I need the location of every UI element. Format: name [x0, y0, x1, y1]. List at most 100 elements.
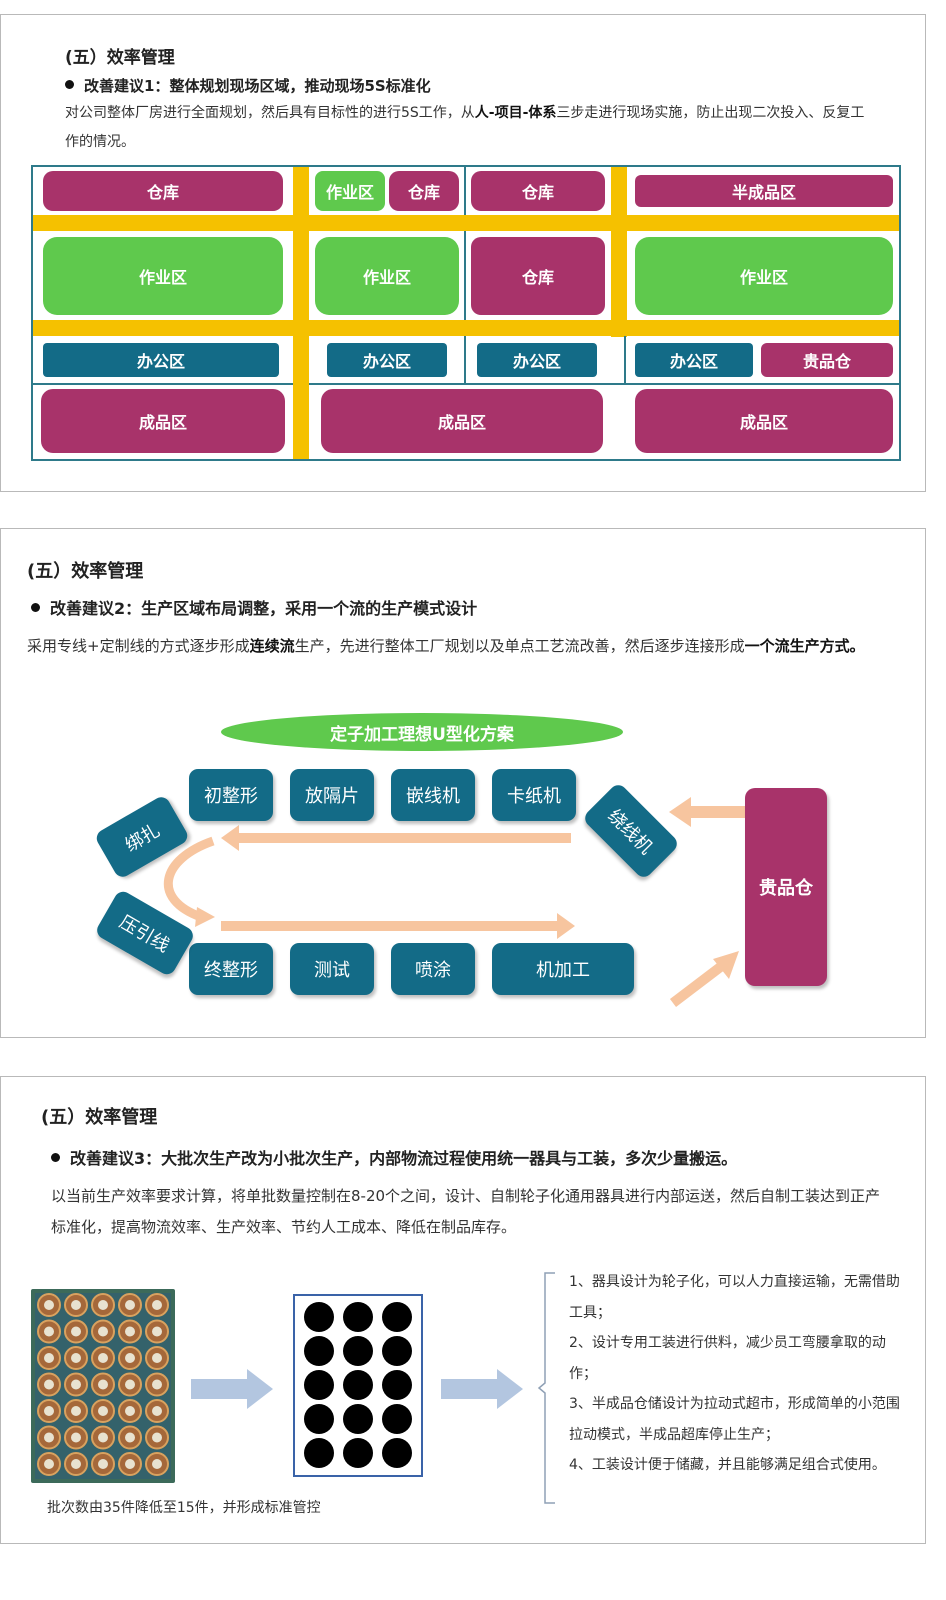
bullet-icon: [51, 1153, 60, 1162]
bracket-icon: [537, 1272, 555, 1504]
coil-center: [44, 1459, 54, 1469]
arrow-diagonal: [669, 961, 727, 1007]
zone-work-area: 作业区: [315, 171, 385, 211]
coil-center: [152, 1326, 162, 1337]
divider: [464, 167, 466, 215]
suggestion-text: 改善建议3：大批次生产改为小批次生产，内部物流过程使用统一器具与工装，多次少量搬…: [70, 1149, 738, 1168]
coil-center: [98, 1406, 108, 1416]
container-slot: [343, 1302, 373, 1332]
container-slot: [382, 1302, 412, 1332]
zone-semi-finished: 半成品区: [635, 175, 893, 207]
container-dots: [304, 1302, 412, 1468]
zone-warehouse: 仓库: [43, 171, 283, 211]
arrow-left: [221, 825, 571, 851]
zone-work-area: 作业区: [43, 237, 283, 315]
coil-center: [125, 1300, 135, 1310]
arrow-shape: [191, 1369, 273, 1409]
suggestion-heading: 改善建议1：整体规划现场区域，推动现场5S标准化: [65, 75, 431, 96]
list-item: 3、半成品仓储设计为拉动式超市，形成简单的小范围拉动模式，半成品超库停止生产；: [569, 1396, 900, 1443]
para-text: 对公司整体厂房进行全面规划，然后具有目标性的进行5S工作，从: [65, 105, 475, 121]
zone-warehouse: 仓库: [471, 237, 605, 315]
road-horizontal: [33, 215, 899, 231]
container-slot: [382, 1336, 412, 1366]
coil-center: [71, 1406, 81, 1416]
road-horizontal: [33, 320, 899, 336]
zone-warehouse: 仓库: [389, 171, 459, 211]
coil-center: [44, 1379, 54, 1390]
coil-center: [98, 1379, 108, 1390]
list-item: 2、设计专用工装进行供料，减少员工弯腰拿取的动作；: [569, 1335, 886, 1382]
para-text: 生产，先进行整体工厂规划以及单点工艺流改善，然后逐步连接形成: [294, 637, 745, 655]
zone-office: 办公区: [635, 343, 753, 377]
coil-center: [152, 1300, 162, 1310]
zone-work-area: 作业区: [315, 237, 459, 315]
list-item: 1、器具设计为轮子化，可以人力直接运输，无需借助工具；: [569, 1274, 900, 1321]
coil-center: [98, 1353, 108, 1363]
coil-center: [71, 1432, 81, 1443]
section-title: (五）效率管理: [27, 561, 144, 582]
arrow-curve: [163, 836, 215, 922]
plan-title-ellipse: 定子加工理想U型化方案: [221, 713, 623, 751]
coil-tray-illustration: [31, 1289, 175, 1483]
description-paragraph: 采用专线+定制线的方式逐步形成连续流生产，先进行整体工厂规划以及单点工艺流改善，…: [27, 631, 907, 662]
zone-office: 办公区: [43, 343, 279, 377]
coil-center: [152, 1353, 162, 1363]
suggestion-text: 改善建议1：整体规划现场区域，推动现场5S标准化: [84, 77, 431, 95]
coil-center: [44, 1406, 54, 1416]
container-slot: [304, 1370, 334, 1400]
container-slot: [343, 1336, 373, 1366]
coil-center: [98, 1326, 108, 1337]
divider: [464, 231, 466, 320]
panel-2: (五）效率管理 改善建议2：生产区域布局调整，采用一个流的生产模式设计 采用专线…: [0, 528, 926, 1038]
valuables-warehouse: 贵品仓: [745, 788, 827, 986]
container-slot: [304, 1302, 334, 1332]
zone-finished-goods: 成品区: [41, 389, 285, 453]
coil-center: [152, 1432, 162, 1443]
arrow-into-winder: [669, 797, 745, 827]
zone-warehouse: 仓库: [471, 171, 605, 211]
coil-center: [125, 1406, 135, 1416]
panel-3: (五）效率管理 改善建议3：大批次生产改为小批次生产，内部物流过程使用统一器具与…: [0, 1076, 926, 1544]
coil-center: [44, 1326, 54, 1337]
container-slot: [343, 1370, 373, 1400]
step-insert-spacer: 放隔片: [290, 769, 374, 821]
section-title: (五）效率管理: [65, 48, 175, 68]
suggestion-heading: 改善建议3：大批次生产改为小批次生产，内部物流过程使用统一器具与工装，多次少量搬…: [51, 1145, 737, 1169]
zone-work-area: 作业区: [635, 237, 893, 315]
step-testing: 测试: [290, 943, 374, 995]
coil-center: [152, 1379, 162, 1390]
standard-container-diagram: [293, 1294, 423, 1477]
photo-caption: 批次数由35件降低至15件，并形成标准管控: [47, 1500, 321, 1516]
arrow-curve-head: [195, 907, 215, 927]
panel-1: (五）效率管理 改善建议1：整体规划现场区域，推动现场5S标准化 对公司整体厂房…: [0, 14, 926, 492]
coil-center: [44, 1300, 54, 1310]
flow-arrows: [163, 797, 745, 1007]
bullet-icon: [65, 80, 74, 89]
description-paragraph: 对公司整体厂房进行全面规划，然后具有目标性的进行5S工作，从人-项目-体系三步走…: [65, 99, 865, 157]
coil-tray-photo: [31, 1289, 175, 1483]
container-slot: [382, 1370, 412, 1400]
suggestion-heading: 改善建议2：生产区域布局调整，采用一个流的生产模式设计: [31, 595, 477, 619]
dots-grid: [304, 1302, 412, 1468]
section-title: (五）效率管理: [41, 1107, 158, 1128]
bullet-icon: [31, 603, 40, 612]
container-slot: [343, 1438, 373, 1468]
road-vertical: [293, 167, 309, 459]
factory-layout-diagram: 仓库 作业区 仓库 仓库 半成品区 作业区 作业区 仓库 作业区 办公区 办公区…: [31, 165, 901, 461]
divider: [464, 336, 466, 383]
zone-office: 办公区: [327, 343, 447, 377]
container-slot: [343, 1404, 373, 1434]
container-slot: [382, 1438, 412, 1468]
container-slot: [304, 1438, 334, 1468]
divider: [33, 383, 293, 385]
coil-center: [71, 1300, 81, 1310]
coil-center: [125, 1326, 135, 1337]
arrow-diagonal-head: [713, 951, 739, 979]
list-item: 4、工装设计便于储藏，并且能够满足组合式使用。: [569, 1457, 886, 1473]
description-paragraph: 以当前生产效率要求计算，将单批数量控制在8-20个之间，设计、自制轮子化通用器具…: [51, 1187, 881, 1236]
coil-center: [44, 1432, 54, 1443]
para-bold: 人-项目-体系: [474, 105, 557, 121]
container-slot: [382, 1404, 412, 1434]
arrow-right-icon: [441, 1369, 523, 1409]
coil-center: [44, 1353, 54, 1363]
